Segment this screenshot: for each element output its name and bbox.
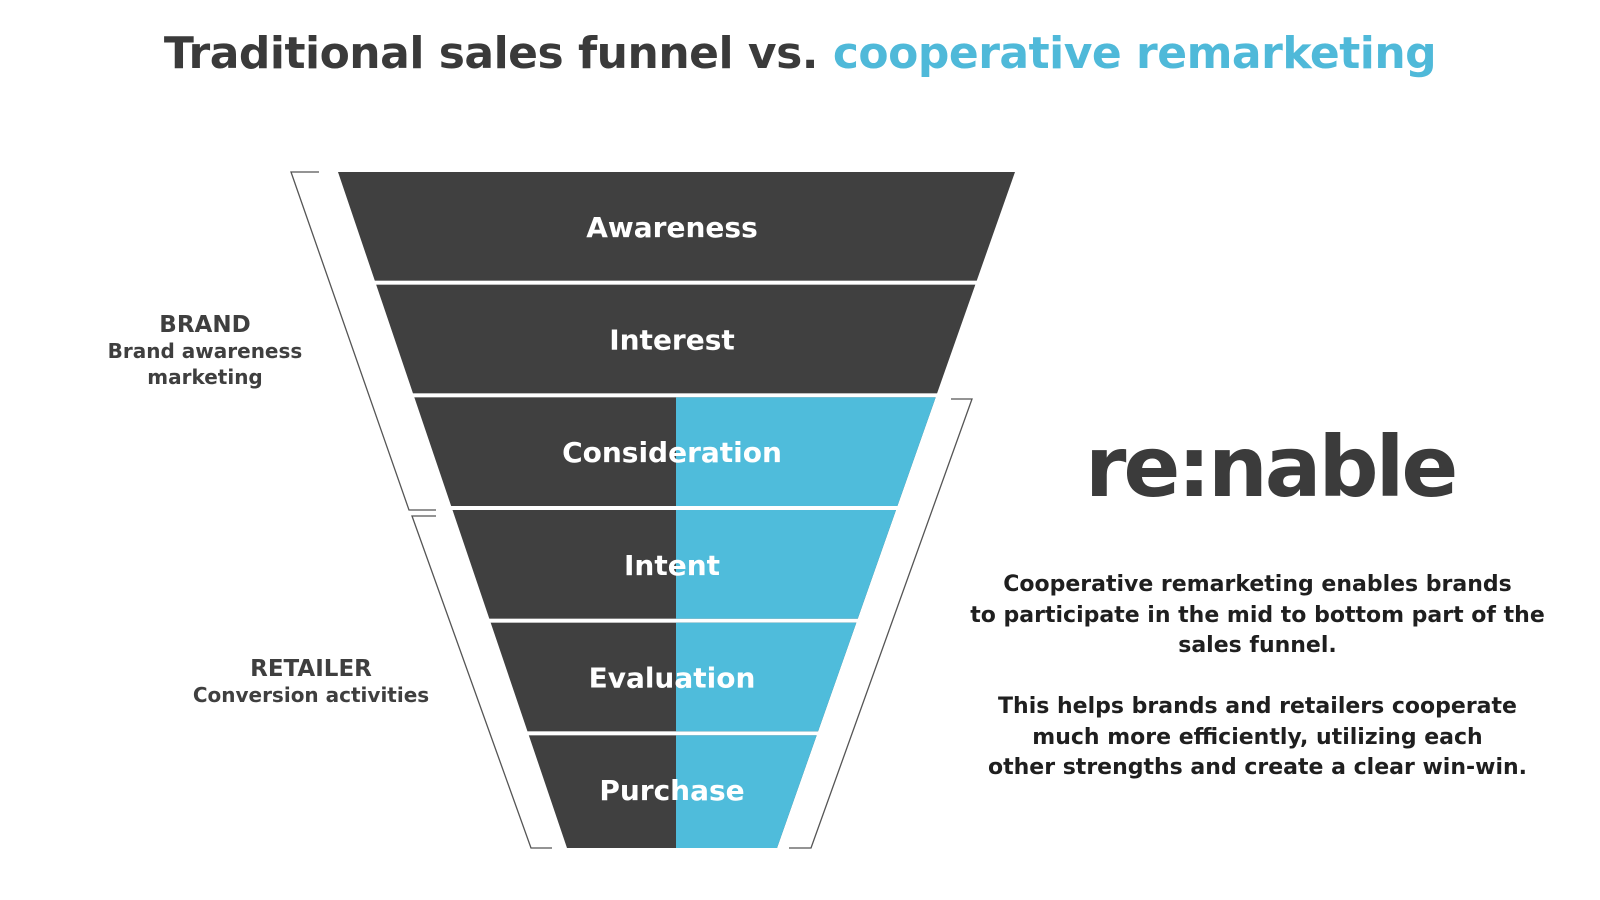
retailer-subtitle: Conversion activities (192, 683, 430, 707)
funnel-stage-interest (338, 284, 1015, 394)
brand-heading: BRAND (159, 312, 251, 338)
retailer-label: RETAILER Conversion activities (176, 656, 446, 708)
retailer-heading: RETAILER (250, 656, 372, 682)
brand-subtitle-line2: marketing (147, 365, 263, 389)
title-main: Traditional sales funnel vs. (163, 28, 819, 79)
retailer-bracket-left (411, 515, 552, 849)
page-title: Traditional sales funnel vs. cooperative… (0, 28, 1600, 79)
funnel-label-intent: Intent (624, 549, 720, 582)
brand-label: BRAND Brand awareness marketing (100, 312, 310, 390)
description-paragraph-1: Cooperative remarketing enables brands t… (955, 570, 1560, 662)
renable-logo: re:nable (1085, 418, 1458, 516)
description-line: Cooperative remarketing enables brands (1003, 572, 1512, 597)
funnel-label-evaluation: Evaluation (589, 662, 756, 695)
funnel-stage-labels: AwarenessInterestConsiderationIntentEval… (562, 211, 782, 807)
funnel-label-awareness: Awareness (586, 211, 758, 244)
funnel-brackets (290, 171, 973, 849)
title-accent: cooperative remarketing (832, 28, 1437, 79)
funnel-label-consideration: Consideration (562, 436, 782, 469)
description-line: sales funnel. (1178, 633, 1337, 658)
funnel-label-interest: Interest (609, 324, 735, 357)
description-line: This helps brands and retailers cooperat… (998, 694, 1517, 719)
description-line: other strengths and create a clear win-w… (987, 755, 1528, 780)
retailer-bracket-right (789, 398, 973, 849)
description-line: much more efficiently, utilizing each (1032, 724, 1483, 750)
brand-subtitle-line1: Brand awareness (107, 339, 303, 363)
description-line: to participate in the mid to bottom part… (970, 602, 1545, 628)
funnel-stage-awareness (338, 172, 1015, 281)
description-paragraph-2: This helps brands and retailers cooperat… (955, 692, 1560, 784)
funnel-label-purchase: Purchase (599, 774, 744, 807)
brand-bracket (290, 171, 436, 511)
